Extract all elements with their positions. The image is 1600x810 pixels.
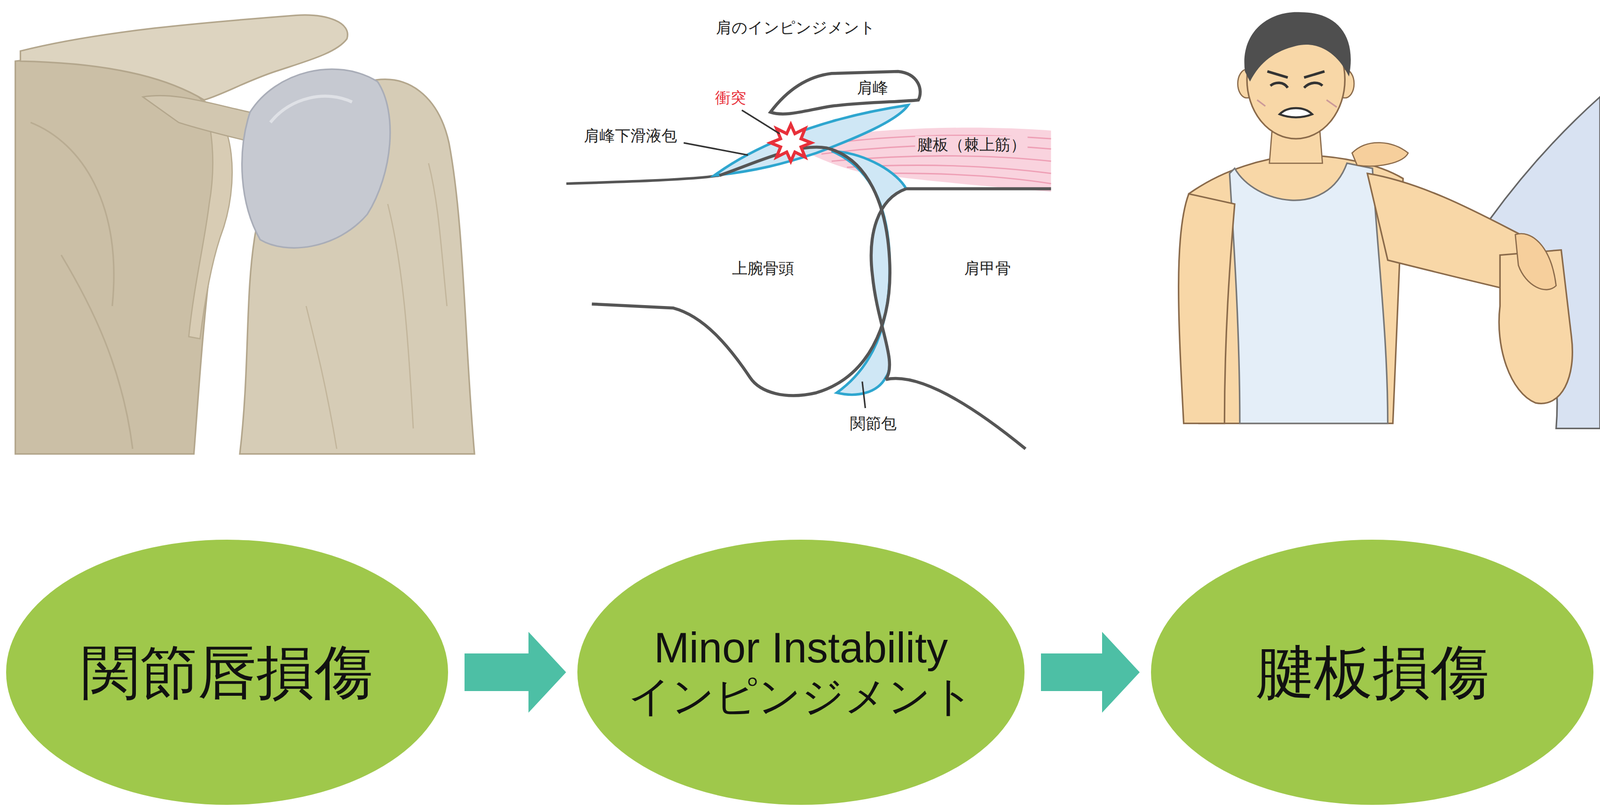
shoulder-exam-cartoon-part (1257, 100, 1337, 108)
part-label: 腱板（棘上筋） (915, 135, 1028, 154)
impingement-schematic (566, 71, 1052, 450)
ellipse-fill (6, 539, 449, 805)
diagram-heading: 肩のインピンジメント (714, 18, 878, 37)
node-text-group: 腱板損傷 (1150, 538, 1595, 806)
impingement-schematic-part (871, 188, 1051, 449)
impingement-schematic-part (741, 110, 780, 134)
part-label: 肩甲骨 (962, 259, 1013, 278)
shoulder-exam-cartoon-part (1352, 142, 1409, 166)
impingement-schematic-part (770, 124, 812, 162)
shoulder-exam-cartoon-part (1267, 71, 1325, 78)
ellipse-shape (1150, 538, 1595, 806)
node-text-group: 関節唇損傷 (5, 538, 450, 806)
part-label: 関節包 (848, 414, 899, 433)
impingement-schematic-part (566, 175, 720, 184)
shoulder-exam-cartoon-part (1489, 96, 1600, 429)
part-label: 肩峰下滑液包 (582, 126, 679, 145)
block-arrow (464, 631, 567, 713)
shoulder-exam-cartoon-part (1178, 193, 1235, 424)
node-label: 関節唇損傷 (81, 638, 373, 707)
shoulder-exam-cartoon-part (1229, 163, 1388, 424)
shoulder-bone-render-part (142, 95, 256, 143)
ellipse-fill (577, 539, 1025, 805)
impingement-schematic-part (831, 150, 907, 395)
shoulder-bone-render-part (30, 122, 133, 449)
shoulder-exam-cartoon-part (1270, 82, 1323, 88)
impingement-schematic-part (862, 381, 866, 409)
ellipse-shape (576, 538, 1026, 806)
shoulder-bone-render-part (270, 96, 353, 123)
block-arrow (1040, 631, 1140, 713)
impingement-schematic-part (770, 71, 921, 115)
impingement-schematic-part (591, 147, 891, 396)
shoulder-bone-render (15, 15, 475, 455)
shoulder-exam-cartoon (1178, 12, 1600, 429)
collision-label: 衝突 (713, 88, 749, 107)
part-label: 肩峰 (855, 78, 891, 97)
part-label: 上腕骨頭 (730, 259, 797, 278)
ellipse-node: 腱板損傷 (1150, 538, 1595, 806)
ellipse-shape (5, 538, 450, 806)
node-text-group: Minor Instability インピンジメント (576, 538, 1026, 806)
ellipse-fill (1150, 539, 1594, 805)
shoulder-exam-cartoon-part (1515, 233, 1557, 290)
node-label: Minor Instability インピンジメント (616, 623, 986, 722)
shoulder-exam-cartoon-part (1244, 12, 1351, 82)
ellipse-node: 関節唇損傷 (5, 538, 450, 806)
impingement-schematic-part (683, 142, 749, 156)
shoulder-exam-cartoon-part (1279, 108, 1313, 118)
node-label: 腱板損傷 (1255, 638, 1490, 707)
shoulder-bone-render-part (242, 69, 391, 248)
ellipse-node: Minor Instability インピンジメント (576, 538, 1026, 806)
